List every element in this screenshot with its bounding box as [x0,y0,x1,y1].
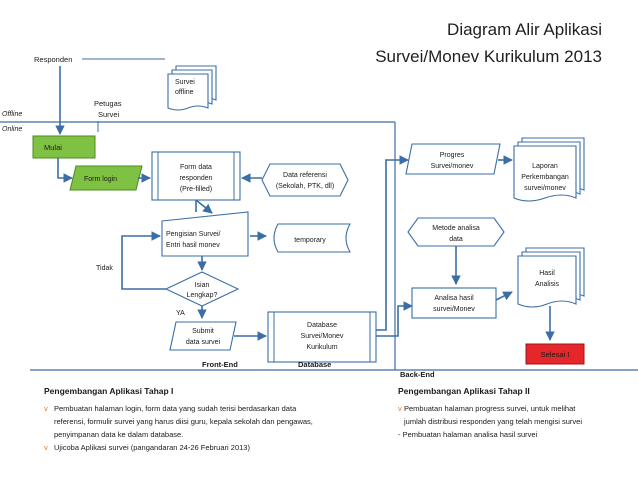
submit-line2: data survei [186,339,221,346]
tidak-label: Tidak [96,265,113,272]
database-line3: Kurikulum [306,344,337,351]
phase2-bullet-1: v [398,404,402,413]
form-data-node: Form data responden (Pre-filled) [151,151,241,201]
progres-node: Progres Survei/monev [405,143,501,175]
zone-back-end: Back-End [400,370,435,379]
actor-responden: Responden [34,55,72,64]
metode-line1: Metode analisa [432,225,480,232]
phase1-bullet-1: v [44,404,48,413]
metode-line2: data [449,236,463,243]
database-to-progres [376,155,409,331]
form-data-line2: responden [179,175,212,182]
temporary-label: temporary [294,237,326,244]
form-data-line1: Form data [180,164,212,171]
phase2-item1-line1: Pembuatan halaman progress survei, untuk… [404,404,576,413]
pengisian-node: Pengisian Survei/ Entri hasil monev [161,211,249,257]
diagram-title-line2: Survei/Monev Kurikulum 2013 [375,47,602,66]
ya-label: YA [176,310,185,317]
formdata-to-pengisian [195,199,213,214]
mulai-to-login [57,158,73,183]
data-referensi-node: Data referensi (Sekolah, PTK, dll) [261,163,349,197]
selesai-label: Selesai I [541,350,570,359]
phase1-bullet-2: v [44,443,48,452]
phase1-item2: Ujicoba Aplikasi survei (pangandaran 24-… [54,443,250,452]
hasil-line1: Hasil [539,270,555,277]
database-line2: Survei/Monev [301,333,344,340]
submit-line1: Submit [192,328,214,335]
data-referensi-line2: (Sekolah, PTK, dll) [276,183,334,190]
metode-node: Metode analisa data [407,217,505,247]
phase1-item1-line3: penyimpanan data ke dalam database. [54,430,183,439]
mode-offline: Offline [2,111,22,118]
mode-online: Online [2,126,22,133]
database-to-analisa [376,301,413,337]
survei-offline-line2: offline [175,89,194,96]
progres-line1: Progres [440,152,465,159]
actor-petugas-line2: Survei [98,110,120,119]
phase2-title: Pengembangan Aplikasi Tahap II [398,386,530,396]
submit-node: Submit data survei [169,321,237,351]
data-referensi-line1: Data referensi [283,172,327,179]
analisa-line2: survei/Monev [433,306,475,313]
analisa-to-hasil [495,291,513,301]
pengisian-line1: Pengisian Survei/ [166,231,221,238]
survei-offline-line1: Survei [175,79,195,86]
laporan-line3: survei/monev [524,185,566,192]
progres-line2: Survei/monev [431,163,474,170]
phase1-title: Pengembangan Aplikasi Tahap I [44,386,173,396]
temporary-node: temporary [273,223,351,253]
form-login-node [69,165,143,191]
survei-offline-docs: Survei offline [167,65,217,111]
analisa-node: Analisa hasil survei/Monev [411,287,497,319]
laporan-line1: Laporan [532,163,558,170]
database-node: Database Survei/Monev Kurikulum [267,311,377,363]
laporan-docs: Laporan Perkembangan survei/monev [513,137,585,202]
hasil-line2: Analisis [535,281,560,288]
tidak-loop [121,231,166,290]
form-login-label: Form login [84,176,117,183]
form-data-line3: (Pre-filled) [180,186,212,193]
hasil-docs: Hasil Analisis [517,247,585,308]
phase1-notes: Pengembangan Aplikasi Tahap I v Pembuata… [44,386,313,452]
pengisian-line2: Entri hasil monev [166,242,220,249]
phase2-item2: - Pembuatan halaman analisa hasil survei [398,430,538,439]
mulai-label: Mulai [44,143,62,152]
phase2-item1-line2: jumlah distribusi responden yang telah m… [403,417,582,426]
actor-petugas-line1: Petugas [94,99,122,108]
zone-database: Database [298,360,331,369]
diagram-title-line1: Diagram Alir Aplikasi [447,20,602,39]
analisa-line1: Analisa hasil [434,295,474,302]
selesai-node [525,343,585,365]
laporan-line2: Perkembangan [521,174,569,181]
database-line1: Database [307,322,337,329]
zone-front-end: Front-End [202,360,238,369]
isian-decision: Isian Lengkap? [164,271,240,307]
phase2-notes: Pengembangan Aplikasi Tahap II v Pembuat… [398,386,582,439]
phase1-item1-line1: Pembuatan halaman login, form data yang … [54,404,297,413]
mulai-node [32,135,96,159]
isian-line1: Isian [195,282,210,289]
isian-line2: Lengkap? [187,292,218,299]
phase1-item1-line2: referensi, formulir survei yang harus di… [54,417,313,426]
